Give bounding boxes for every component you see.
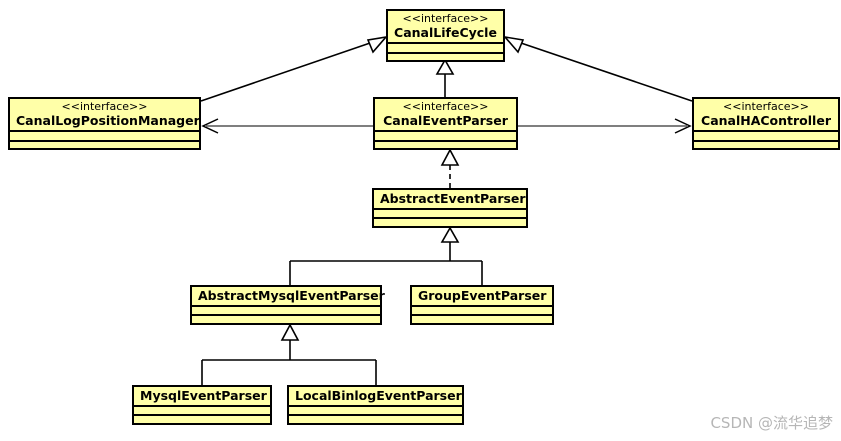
class-stereotype: <<interface>>	[61, 100, 148, 113]
class-box-mysql-event-parser[interactable]: MysqlEventParser	[132, 385, 272, 425]
class-box-canal-ha-controller[interactable]: <<interface>> CanalHAController	[692, 97, 840, 150]
class-name: CanalLifeCycle	[394, 25, 497, 40]
class-box-abstract-mysql-event-parser[interactable]: AbstractMysqlEventParser	[190, 285, 385, 325]
class-title-canal-life-cycle: <<interface>> CanalLifeCycle	[388, 11, 503, 44]
class-title-abstract-event-parser: AbstractEventParser	[374, 190, 526, 210]
class-attributes-compartment	[388, 44, 503, 54]
class-attributes-compartment	[694, 132, 838, 142]
edge-eventparser-to-lifecycle	[435, 58, 455, 97]
edge-eventparser-to-hacontroller	[518, 118, 692, 134]
edge-eventparser-to-logpos	[201, 118, 373, 134]
class-attributes-compartment	[10, 132, 199, 142]
class-name: GroupEventParser	[418, 288, 547, 303]
class-box-canal-event-parser[interactable]: <<interface>> CanalEventParser	[373, 97, 518, 150]
class-title-group-event-parser: GroupEventParser	[412, 287, 552, 307]
class-attributes-compartment	[192, 307, 380, 316]
edge-hacontroller-to-lifecycle	[502, 35, 693, 102]
class-title-mysql-event-parser: MysqlEventParser	[134, 387, 270, 407]
class-box-canal-life-cycle[interactable]: <<interface>> CanalLifeCycle	[386, 9, 505, 62]
class-name: MysqlEventParser	[140, 388, 267, 403]
edge-abstract-to-eventparser	[440, 148, 460, 188]
class-box-abstract-event-parser[interactable]: AbstractEventParser	[372, 188, 528, 228]
class-name: AbstractEventParser	[380, 191, 526, 206]
class-name: LocalBinlogEventParser	[295, 388, 462, 403]
class-box-local-binlog-event-parser[interactable]: LocalBinlogEventParser	[287, 385, 464, 425]
class-box-group-event-parser[interactable]: GroupEventParser	[410, 285, 554, 325]
class-stereotype: <<interface>>	[723, 100, 809, 113]
class-title-canal-log-position-manager: <<interface>> CanalLogPositionManager	[10, 99, 200, 132]
edge-subclasses-to-abstract-event-parser	[289, 226, 483, 285]
class-title-canal-event-parser: <<interface>> CanalEventParser	[375, 99, 516, 132]
class-box-canal-log-position-manager[interactable]: <<interface>> CanalLogPositionManager	[8, 97, 201, 150]
class-title-local-binlog-event-parser: LocalBinlogEventParser	[289, 387, 462, 407]
class-attributes-compartment	[412, 307, 552, 316]
class-name: CanalEventParser	[383, 113, 508, 128]
edge-logpos-to-lifecycle	[200, 35, 389, 102]
class-attributes-compartment	[134, 407, 270, 416]
class-attributes-compartment	[289, 407, 462, 416]
class-name: CanalLogPositionManager	[16, 113, 200, 128]
class-stereotype: <<interface>>	[402, 100, 489, 113]
csdn-watermark: CSDN @流华追梦	[710, 414, 833, 432]
class-attributes-compartment	[374, 210, 526, 219]
class-name: CanalHAController	[701, 113, 831, 128]
class-stereotype: <<interface>>	[402, 12, 489, 25]
class-attributes-compartment	[375, 132, 516, 142]
edge-subclasses-to-abstract-mysql-event-parser	[201, 323, 377, 385]
class-title-canal-ha-controller: <<interface>> CanalHAController	[694, 99, 838, 132]
class-name: AbstractMysqlEventParser	[198, 288, 385, 303]
class-title-abstract-mysql-event-parser: AbstractMysqlEventParser	[192, 287, 385, 307]
